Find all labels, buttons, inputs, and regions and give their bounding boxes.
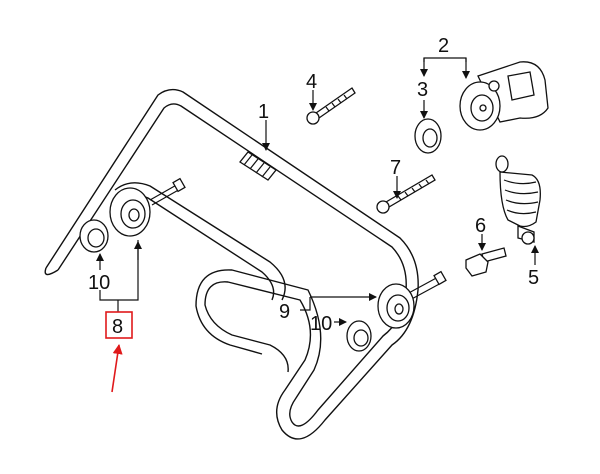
callout-4: 4 <box>306 71 317 93</box>
highlight-box <box>105 311 133 339</box>
callout-1: 1 <box>258 101 269 123</box>
callout-labels: 1 2 3 4 5 6 7 8 9 10 10 <box>88 35 539 338</box>
bolt-7 <box>376 174 436 214</box>
callout-10-right: 10 <box>310 313 332 335</box>
pulley-3 <box>414 118 442 154</box>
idler-pulley-left <box>79 219 109 253</box>
serpentine-belt <box>44 88 419 440</box>
belt-rib-section <box>239 151 277 181</box>
idler-pulley-right-large <box>377 270 447 329</box>
callout-7: 7 <box>390 157 401 179</box>
tensioner-pulley-upper <box>109 177 186 237</box>
callout-8: 8 <box>112 316 123 338</box>
bolt-4 <box>306 87 356 125</box>
tensioner-assembly <box>459 61 549 131</box>
bolt-6 <box>465 247 507 277</box>
callout-10-left: 10 <box>88 272 110 294</box>
highlight-arrow <box>111 344 123 393</box>
idler-pulley-right-small <box>346 320 372 352</box>
callout-6: 6 <box>475 215 486 237</box>
leader-lines <box>96 57 539 393</box>
callout-5: 5 <box>528 267 539 289</box>
damper-strut <box>495 155 541 245</box>
callout-3: 3 <box>417 79 428 101</box>
callout-2: 2 <box>438 35 449 57</box>
callout-9: 9 <box>279 301 290 323</box>
